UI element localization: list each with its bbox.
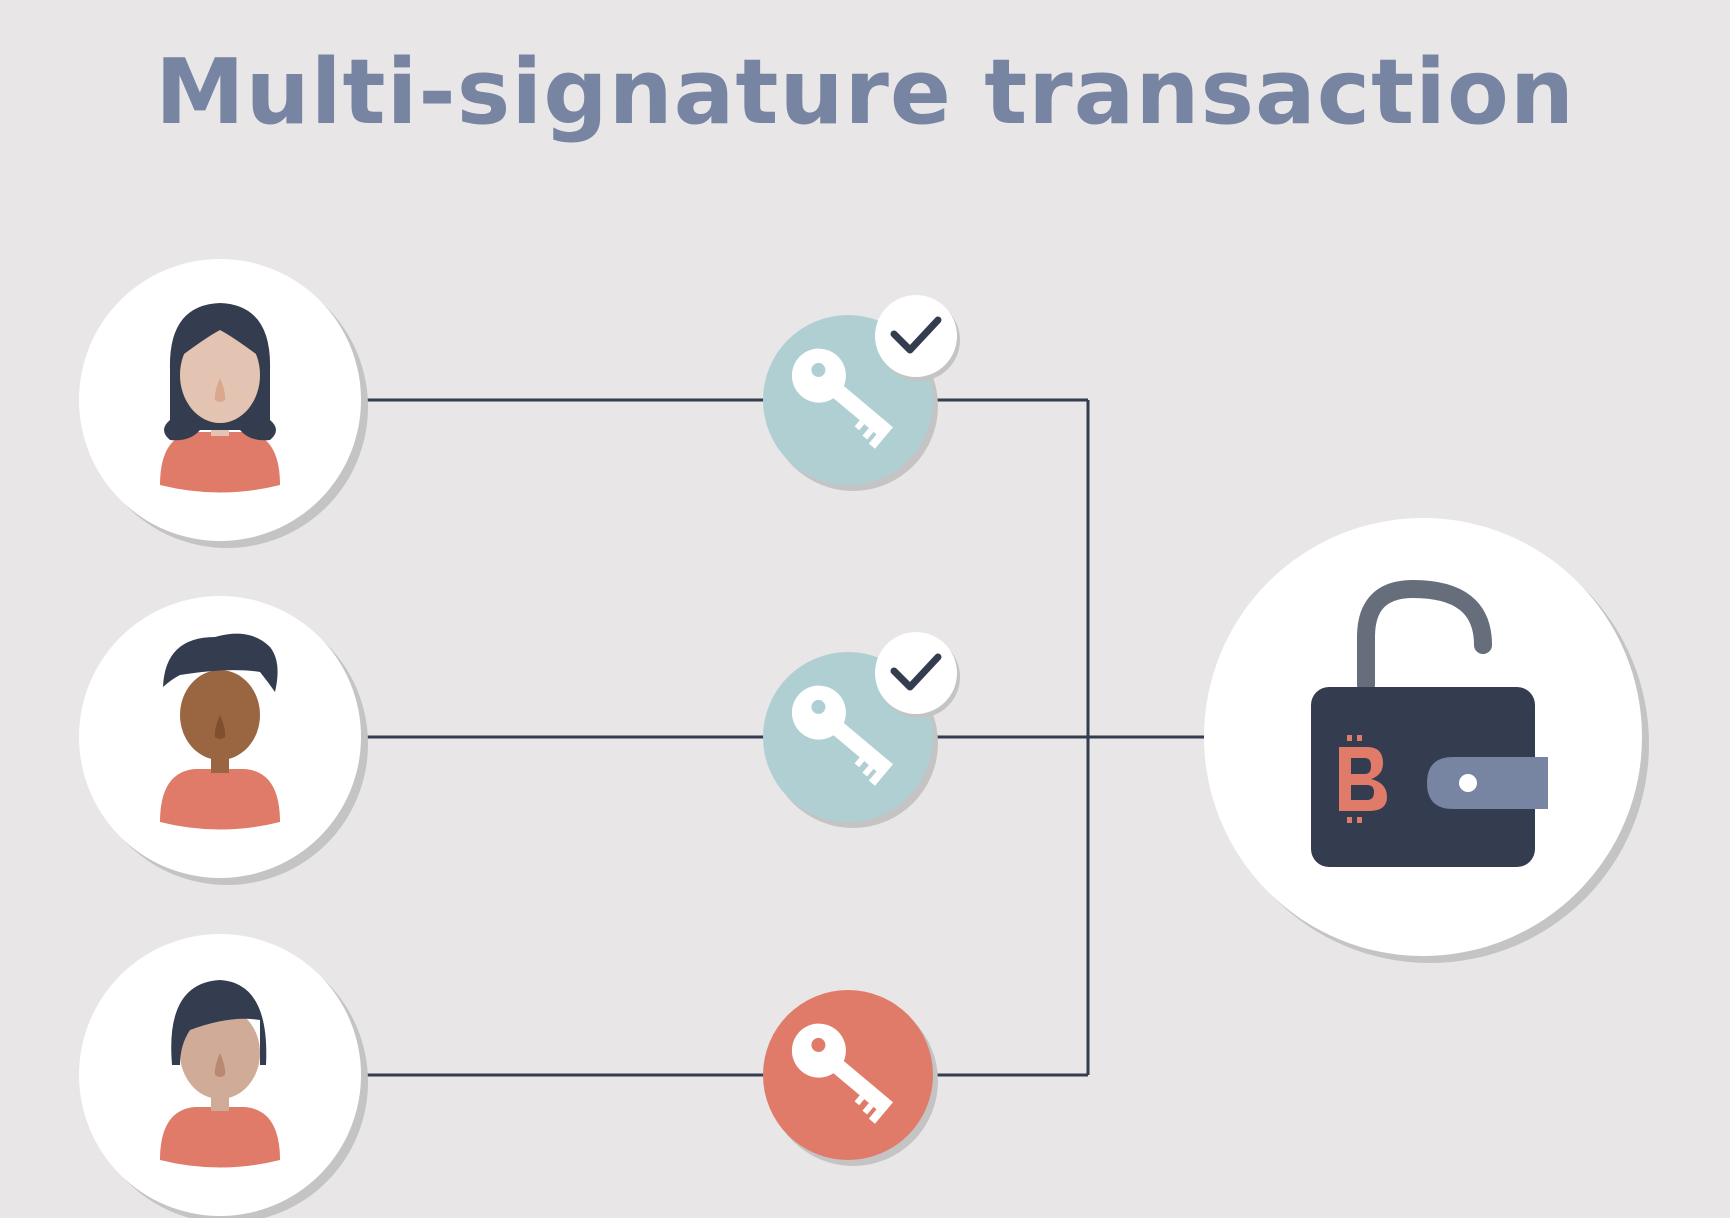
fringe-shape [176,312,264,360]
wallet-body [1311,687,1535,867]
nose-shape [214,1053,226,1077]
bitcoin-tick-2 [1357,735,1362,741]
key-bow-hole [811,699,826,714]
bitcoin-tick-1 [1347,735,1352,741]
key-node-1 [763,295,960,491]
checkmark-icon [890,316,942,354]
hair-shape [171,980,267,1065]
hair-shape [163,633,278,692]
shirt-shape [160,769,280,830]
key-icon [791,1023,893,1124]
page-title: Multi-signature transaction [155,40,1575,145]
badge-circle [875,632,957,714]
key-teeth [854,420,883,449]
key-bow-hole [811,362,826,377]
checkmark-icon [890,653,942,691]
face-shape [180,327,260,423]
bitcoin-b-glyph [1339,747,1387,811]
key-teeth [854,1095,883,1124]
checkmark-badge [875,632,960,718]
key-shaft [829,382,893,440]
key-icon [791,685,893,786]
wallet-clasp [1427,757,1548,809]
diagram-nodes [79,259,1649,1218]
person-short-hair-avatar [79,934,368,1218]
padlock-shackle [1357,579,1492,694]
nose-shape [214,378,226,402]
key-icon [791,348,893,449]
badge-circle [875,295,957,377]
wallet-node [1204,518,1649,963]
key-node-3 [763,990,938,1166]
key-bow-hole [811,1037,826,1052]
key-teeth [854,757,883,786]
key-shaft [829,719,893,777]
bitcoin-wallet-padlock-icon [1311,579,1548,867]
checkmark-badge [875,295,960,381]
bitcoin-symbol-icon [1339,735,1387,823]
shirt-shape [160,432,280,493]
nose-shape [214,715,226,739]
clasp-button [1459,774,1477,792]
bitcoin-tick-3 [1347,817,1352,823]
shirt-shape [160,1107,280,1168]
key-node-2 [763,632,960,828]
bitcoin-tick-4 [1357,817,1362,823]
man-dark-skin-avatar [79,596,368,885]
key-shaft [829,1057,893,1115]
woman-long-hair-avatar [79,259,368,548]
